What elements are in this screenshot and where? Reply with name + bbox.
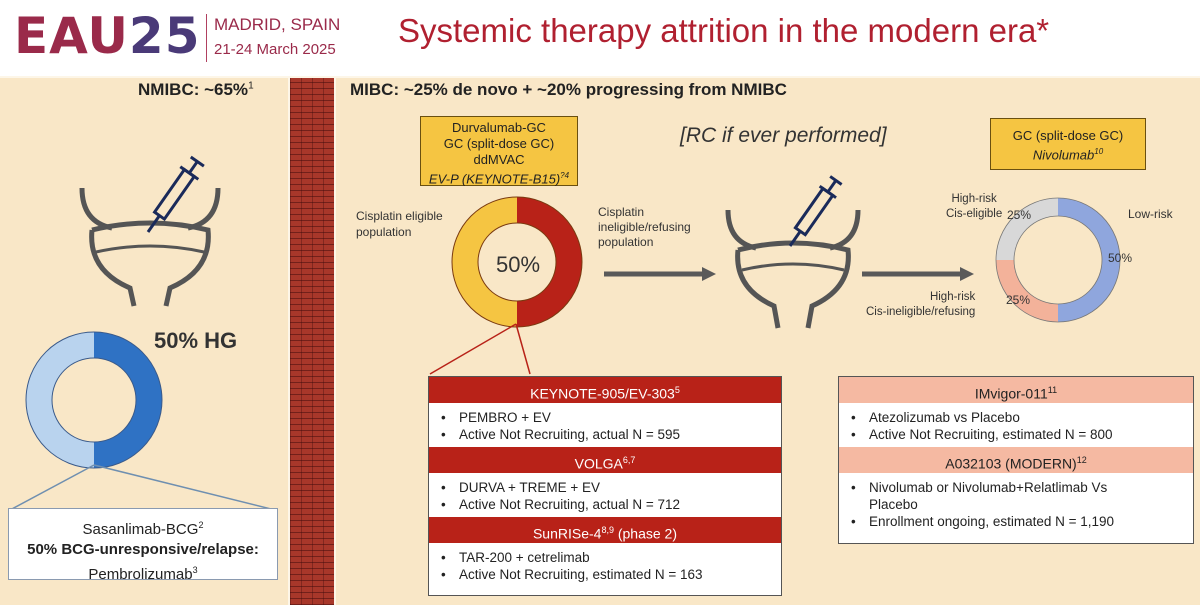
trial-bullet: Active Not Recruiting, actual N = 712 [429, 496, 781, 513]
nmibc-therapy-line3: Pembrolizumab3 [88, 565, 198, 583]
nmibc-therapy-box: Sasanlimab-BCG2 50% BCG-unresponsive/rel… [8, 508, 278, 583]
trial-bullet: PEMBRO + EV [429, 409, 781, 426]
trials-left-panel: KEYNOTE-905/EV-3035 PEMBRO + EV Active N… [428, 376, 782, 596]
nmibc-therapy-line2: 50% BCG-unresponsive/relapse: [27, 541, 259, 558]
hg-label: 50% HG [154, 328, 238, 353]
trial-header-volga: VOLGA6,7 [429, 447, 781, 473]
trial-bullet: Active Not Recruiting, estimated N = 800 [839, 426, 1193, 443]
trial-bullet: Nivolumab or Nivolumab+Relatlimab Vs [839, 479, 1193, 496]
cis-box-line3: ddMVAC [473, 152, 525, 167]
bladder-injection-icon-right [725, 175, 861, 329]
risk-donut-segment [1057, 198, 1120, 322]
trials-right-panel: IMvigor-01111 Atezolizumab vs Placebo Ac… [838, 376, 1194, 544]
eau25-logo: EAU25 [14, 7, 201, 65]
slide-header: EAU25 MADRID, SPAIN 21-24 March 2025 Sys… [0, 0, 1200, 76]
trial-bullet: Enrollment ongoing, estimated N = 1,190 [839, 513, 1193, 530]
pct-25-top: 25% [1007, 208, 1032, 222]
mibc-heading: MIBC: ~25% de novo + ~20% progressing fr… [350, 80, 787, 99]
risk-donut-segment [996, 198, 1059, 261]
arrow-to-bladder [604, 267, 716, 281]
high-risk-cis-eligible-label: High-risk Cis-eligible [946, 193, 1003, 220]
nmibc-callout-lines [9, 464, 276, 511]
cisplatin-ineligible-label: Cisplatin ineligible/refusing population [598, 205, 691, 249]
trial-bullet: Active Not Recruiting, actual N = 595 [429, 426, 781, 443]
cisplatin-eligible-label: Cisplatin eligible population [356, 209, 443, 239]
trial-bullet-continuation: Placebo [869, 497, 918, 512]
adj-box-line1: GC (split-dose GC) [1012, 128, 1124, 143]
pct-50: 50% [1108, 251, 1133, 265]
rc-label: [RC if ever performed] [680, 124, 887, 147]
header-city: MADRID, SPAIN [214, 15, 341, 34]
trial-header-keynote905: KEYNOTE-905/EV-3035 [429, 377, 781, 403]
cis-box-line4: EV-P (KEYNOTE-B15)?4 [428, 171, 570, 187]
trials-callout-lines [429, 323, 531, 375]
trial-header-sunrise4: SunRISe-48,9 (phase 2) [429, 517, 781, 543]
pct-25-bottom: 25% [1006, 293, 1031, 307]
arrow-to-adjuvant [862, 267, 974, 281]
header-divider [206, 14, 207, 62]
adj-box-line2: Nivolumab10 [1032, 147, 1104, 163]
low-risk-label: Low-risk [1128, 207, 1173, 221]
nmibc-donut-dark-segment [93, 332, 162, 468]
high-risk-cis-ineligible-label: High-risk Cis-ineligible/refusing [866, 291, 976, 318]
cis-box-line1: Durvalumab-GC [452, 120, 546, 135]
risk-donut [995, 197, 1121, 323]
nmibc-donut [25, 331, 163, 469]
trial-bullet: DURVA + TREME + EV [429, 479, 781, 496]
cis-box-line2: GC (split-dose GC) [443, 136, 555, 151]
slide-title: Systemic therapy attrition in the modern… [398, 12, 1050, 49]
header-dates: 21-24 March 2025 [214, 41, 336, 58]
trial-header-a032103: A032103 (MODERN)12 [839, 447, 1193, 473]
brick-divider [290, 78, 334, 605]
risk-donut-segment [996, 259, 1059, 322]
mibc-cisplatin-donut [451, 196, 583, 328]
adjuvant-therapy-box: GC (split-dose GC) Nivolumab10 [990, 118, 1146, 170]
trial-bullet: Active Not Recruiting, estimated N = 163 [429, 566, 781, 583]
bladder-injection-icon-left [79, 155, 221, 307]
donut-center-label: 50% [496, 252, 541, 277]
trial-bullet: Atezolizumab vs Placebo [839, 409, 1193, 426]
nmibc-therapy-line1: Sasanlimab-BCG2 [82, 520, 204, 538]
donut-red-segment [516, 197, 582, 327]
nmibc-heading: NMIBC: ~65%1 [138, 80, 254, 99]
trial-bullet: TAR-200 + cetrelimab [429, 549, 781, 566]
trial-header-imvigor011: IMvigor-01111 [839, 377, 1193, 403]
cisplatin-eligible-therapy-box: Durvalumab-GC GC (split-dose GC) ddMVAC … [420, 116, 578, 186]
